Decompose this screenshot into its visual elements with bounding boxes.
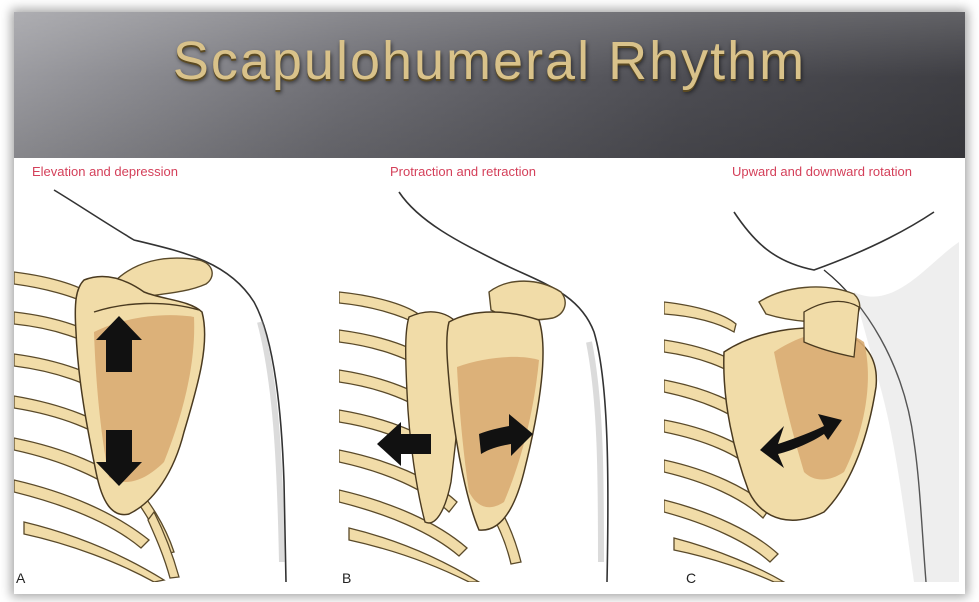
panel-label-c: C <box>686 570 696 586</box>
caption-protraction-retraction: Protraction and retraction <box>390 164 536 179</box>
illustration-panel-a <box>14 182 314 582</box>
slide-title: Scapulohumeral Rhythm <box>14 30 965 92</box>
title-banner: Scapulohumeral Rhythm <box>14 12 965 158</box>
panel-label-b: B <box>342 570 351 586</box>
caption-upward-downward-rotation: Upward and downward rotation <box>732 164 912 179</box>
panel-label-a: A <box>16 570 25 586</box>
slide: Scapulohumeral Rhythm Elevation and depr… <box>14 12 965 594</box>
illustration-panel-b <box>339 182 639 582</box>
illustration-panel-c <box>664 182 964 582</box>
caption-elevation-depression: Elevation and depression <box>32 164 178 179</box>
